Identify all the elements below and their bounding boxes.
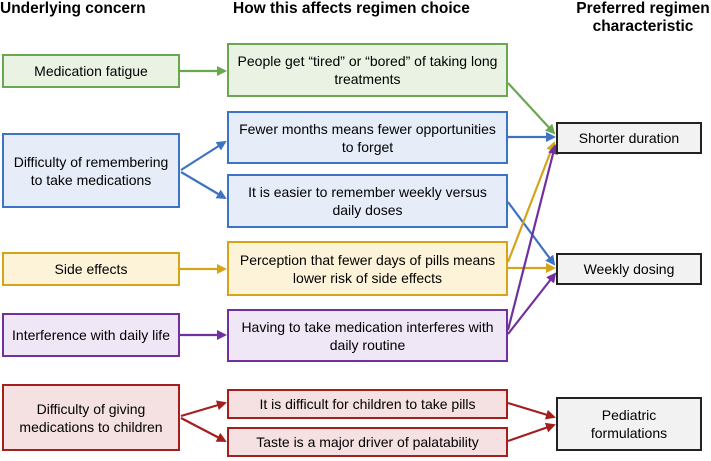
arrow-children-to-pills bbox=[180, 400, 227, 418]
effect-label: People get “tired” or “bored” of taking … bbox=[237, 53, 498, 87]
effect-weekly-vs-daily: It is easier to remember weekly versus d… bbox=[227, 174, 508, 228]
effect-interferes-routine: Having to take medication interferes wit… bbox=[227, 309, 508, 362]
arrow-perception-to-shorter bbox=[506, 141, 556, 263]
characteristic-shorter-duration: Shorter duration bbox=[556, 122, 702, 154]
effect-label: Fewer months means fewer opportunities t… bbox=[239, 120, 496, 155]
header-preferred-line1: Preferred regimen bbox=[576, 0, 710, 17]
concern-interference-daily-life: Interference with daily life bbox=[2, 313, 180, 357]
header-underlying-concern: Underlying concern bbox=[0, 0, 146, 17]
effect-label: Having to take medication interferes wit… bbox=[241, 318, 494, 353]
arrow-remember-to-weekly bbox=[180, 171, 227, 200]
characteristic-label: Shorter duration bbox=[578, 130, 680, 146]
arrow-remember-to-fewer-months bbox=[180, 140, 227, 171]
effect-tired-bored: People get “tired” or “bored” of taking … bbox=[227, 43, 508, 97]
effect-label: It is easier to remember weekly versus d… bbox=[248, 184, 487, 218]
effect-label: Perception that fewer days of pills mean… bbox=[239, 251, 496, 286]
arrow-tired-to-shorter bbox=[507, 82, 556, 135]
characteristic-label: Pediatric formulations bbox=[590, 407, 668, 441]
concern-difficulty-giving-children: Difficulty of giving medications to chil… bbox=[2, 384, 180, 451]
concern-label: Difficulty of remembering to take medica… bbox=[13, 153, 169, 188]
arrow-weekly-to-weekly-dosing bbox=[507, 201, 556, 266]
concern-label: Interference with daily life bbox=[12, 327, 170, 343]
characteristic-pediatric-formulations: Pediatric formulations bbox=[556, 397, 702, 451]
arrow-children-to-taste bbox=[180, 417, 227, 442]
arrow-routine-to-shorter bbox=[506, 144, 558, 331]
arrow-pills-to-pediatric bbox=[507, 401, 556, 420]
concern-medication-fatigue: Medication fatigue bbox=[2, 54, 180, 88]
effect-fewer-months: Fewer months means fewer opportunities t… bbox=[227, 111, 508, 164]
arrow-taste-to-pediatric bbox=[507, 422, 556, 443]
effect-taste-palatability: Taste is a major driver of palatability bbox=[227, 427, 508, 457]
header-preferred-line2: characteristic bbox=[592, 18, 694, 35]
header-preferred-characteristic: Preferred regimen characteristic bbox=[575, 0, 711, 36]
characteristic-label: Weekly dosing bbox=[583, 261, 675, 277]
arrow-routine-to-weekly-dosing bbox=[507, 272, 557, 335]
concern-side-effects: Side effects bbox=[2, 252, 180, 286]
concern-label: Side effects bbox=[54, 261, 128, 277]
effect-label: Taste is a major driver of palatability bbox=[256, 434, 479, 450]
characteristic-weekly-dosing: Weekly dosing bbox=[556, 253, 702, 285]
concern-difficulty-remembering: Difficulty of remembering to take medica… bbox=[2, 133, 180, 208]
effect-children-pills: It is difficult for children to take pil… bbox=[227, 389, 508, 419]
header-regimen-choice: How this affects regimen choice bbox=[233, 0, 470, 17]
effect-label: It is difficult for children to take pil… bbox=[259, 396, 476, 412]
concern-label: Difficulty of giving medications to chil… bbox=[19, 400, 163, 435]
effect-fewer-days-pills: Perception that fewer days of pills mean… bbox=[227, 241, 508, 296]
concern-label: Medication fatigue bbox=[34, 63, 148, 79]
